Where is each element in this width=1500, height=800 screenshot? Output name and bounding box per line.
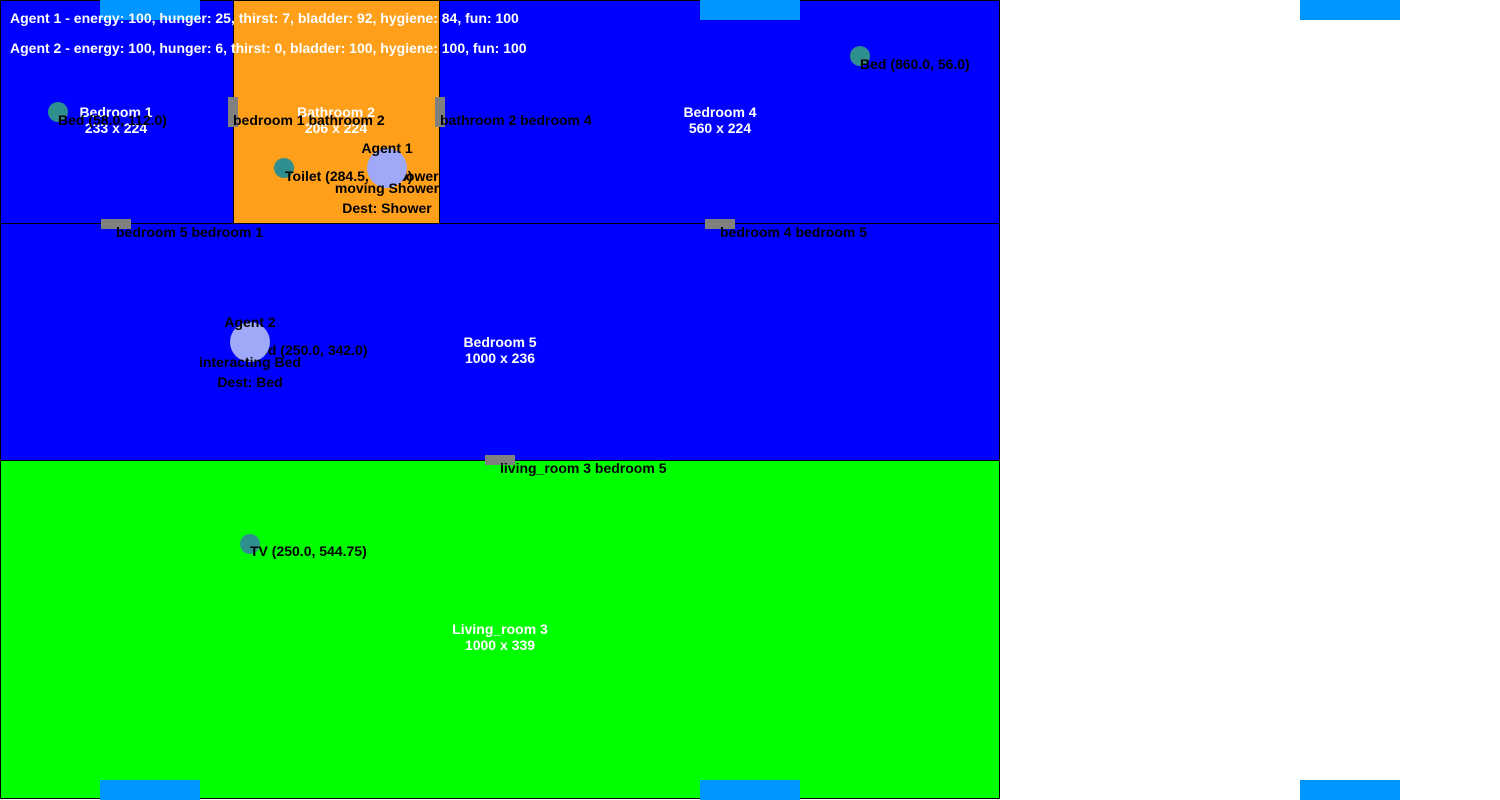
agent-1-action: moving Shower [334,180,440,196]
room-size: 206 x 224 [304,120,368,136]
agent-2-avatar [230,322,270,362]
room-bedroom-1 [0,0,234,224]
room-bedroom-5 [0,223,1000,461]
door-bedroom4-bedroom5 [705,219,735,229]
door-label: bedroom 4 bedroom 5 [720,224,868,240]
window-bottom-2 [700,780,800,800]
room-bathroom-2 [233,0,440,224]
room-name: Bedroom 1 [79,104,153,120]
agent-2-destination: Dest: Bed [217,374,283,390]
window-bottom-3 [1300,780,1400,800]
room-size: 560 x 224 [688,120,752,136]
room-label-bathroom-2: Bathroom 2 206 x 224 [297,104,375,136]
room-name: Bathroom 2 [297,104,375,120]
room-size: 1000 x 339 [464,637,536,653]
agent-2-action: interacting Bed [199,354,301,370]
door-label: bedroom 5 bedroom 1 [116,224,264,240]
object-label: Bed (58.0, 112.0) [58,112,167,128]
agent-2-name: Agent 2 [224,314,276,330]
room-label-bedroom-5: Bedroom 5 1000 x 236 [463,334,536,366]
room-living-room-3 [0,460,1000,799]
room-label-living-room-3: Living_room 3 1000 x 339 [452,621,548,653]
object-label: Bed (860.0, 56.0) [860,56,970,72]
object-label: Bed (250.0, 342.0) [250,342,368,358]
room-name: Bedroom 4 [683,104,757,120]
bed-bedroom1-icon [48,102,68,122]
agent-1-avatar [367,148,407,188]
toilet-icon [274,158,294,178]
object-label: TV (250.0, 544.75) [250,543,367,559]
room-label-bedroom-1: Bedroom 1 233 x 224 [79,104,152,136]
bed-bedroom4-icon [850,46,870,66]
window-top-1 [100,0,200,20]
door-bathroom2-bedroom4 [435,97,445,127]
agent-1-name: Agent 1 [361,140,413,156]
room-name: Living_room 3 [452,621,548,637]
window-bottom-1 [100,780,200,800]
door-living-room3-bedroom5 [485,455,515,465]
door-bedroom1-bathroom2 [228,97,238,127]
window-top-2 [700,0,800,20]
agent-1-destination: Dest: Shower [342,200,432,216]
room-label-bedroom-4: Bedroom 4 560 x 224 [683,104,756,136]
room-name: Bedroom 5 [463,334,537,350]
door-label: bathroom 2 bedroom 4 [440,112,592,128]
door-bedroom5-bedroom1 [101,219,131,229]
window-top-3 [1300,0,1400,20]
agent-1-status: Agent 1 - energy: 100, hunger: 25, thirs… [10,10,519,26]
door-label: living_room 3 bedroom 5 [500,460,667,476]
room-size: 1000 x 236 [464,350,536,366]
room-size: 233 x 224 [84,120,148,136]
door-label: bedroom 1 bathroom 2 [233,112,385,128]
tv-icon [240,534,260,554]
agent-2-status: Agent 2 - energy: 100, hunger: 6, thirst… [10,40,527,56]
